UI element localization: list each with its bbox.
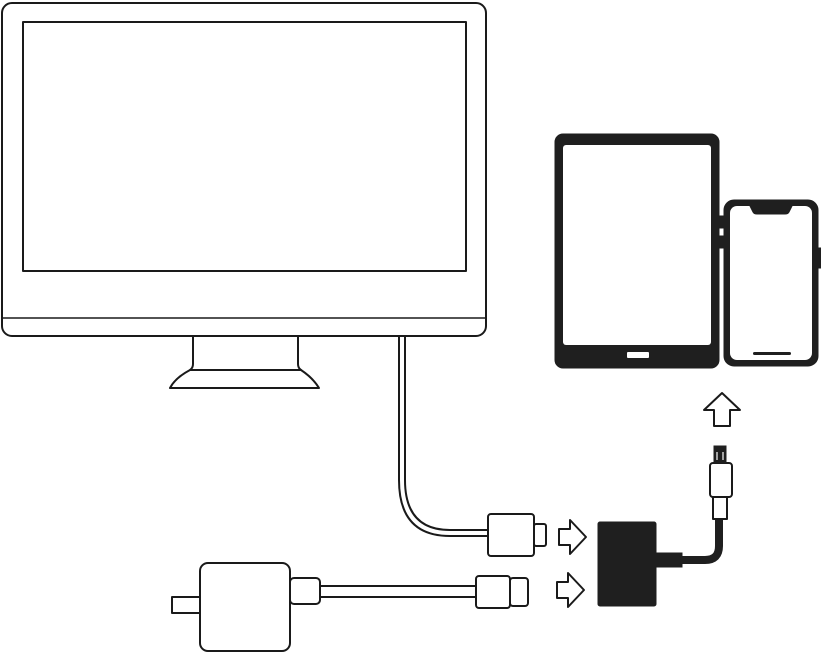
power-cable <box>319 575 529 609</box>
device-cable <box>678 445 733 564</box>
arrow-monitor-to-adapter-icon <box>558 519 587 555</box>
power-adapter-icon <box>171 562 321 652</box>
monitor-cable <box>398 335 547 557</box>
smartphone-icon <box>723 199 821 367</box>
adapter-icon <box>597 521 683 607</box>
arrow-power-to-adapter-icon <box>556 572 585 608</box>
tablet-icon <box>554 133 726 369</box>
monitor-icon <box>1 2 487 389</box>
arrow-adapter-to-devices-icon <box>703 392 741 427</box>
